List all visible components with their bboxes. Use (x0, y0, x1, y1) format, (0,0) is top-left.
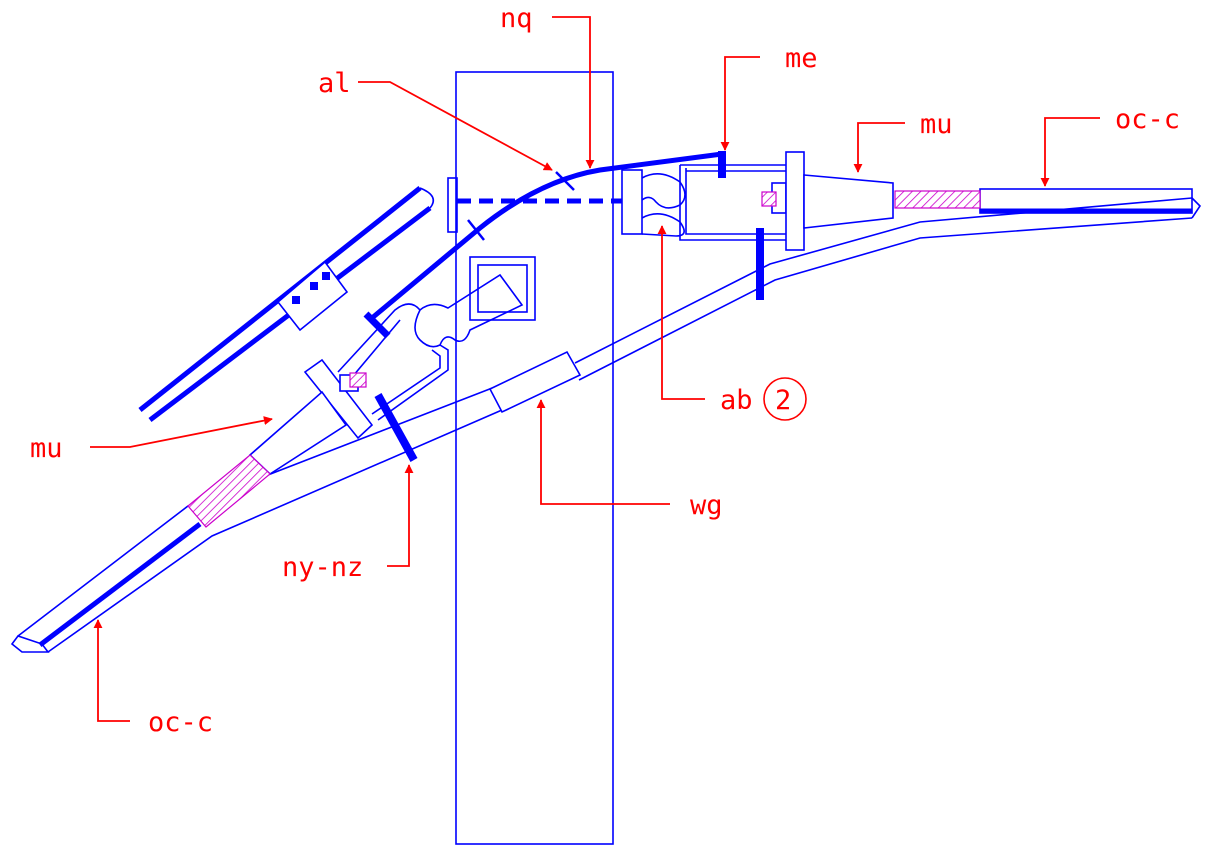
leader-ny-nz (387, 464, 414, 567)
leader-al (358, 81, 553, 171)
left-mount-plate (447, 177, 458, 233)
leader-me (720, 56, 760, 151)
upper-left-cable (138, 186, 435, 422)
pole (455, 71, 614, 845)
label-ny-nz: ny-nz (282, 552, 363, 583)
label-ab-number: 2 (775, 385, 791, 416)
label-mu-left: mu (30, 433, 63, 464)
left-hatch-tail (187, 454, 271, 528)
leader-oc-c-left (93, 619, 130, 722)
label-wg: wg (690, 490, 723, 521)
clamp-upper-left (363, 311, 391, 339)
right-hatch-small (761, 191, 777, 207)
right-dead-end (771, 151, 894, 251)
wg-sleeve (488, 350, 582, 414)
left-hatch-small (349, 372, 367, 388)
leader-oc-c-right (1040, 117, 1100, 187)
leader-wg (536, 399, 670, 505)
label-oc-c-right: oc-c (1115, 104, 1180, 135)
label-mu-right: mu (920, 109, 953, 140)
label-al: al (318, 68, 351, 99)
right-hatch-tail (894, 190, 981, 209)
label-oc-c-left: oc-c (148, 707, 213, 738)
right-bracket (621, 164, 790, 241)
cable-tick-2 (555, 171, 575, 191)
left-bracket (337, 273, 524, 421)
leader-nq (552, 16, 595, 169)
main-cable (10, 197, 1202, 653)
clamp-ny-nz (374, 393, 418, 462)
left-strength-member (38, 522, 202, 647)
label-me: me (785, 43, 818, 74)
ab-number-circle (763, 377, 807, 421)
upper-curved-cable (370, 151, 723, 320)
cable-tick-1 (467, 219, 485, 241)
leader-mu-left (90, 416, 273, 448)
label-ab: ab (720, 385, 753, 416)
label-nq: nq (500, 3, 533, 34)
leader-ab (657, 225, 705, 400)
leader-mu-right (853, 122, 905, 173)
